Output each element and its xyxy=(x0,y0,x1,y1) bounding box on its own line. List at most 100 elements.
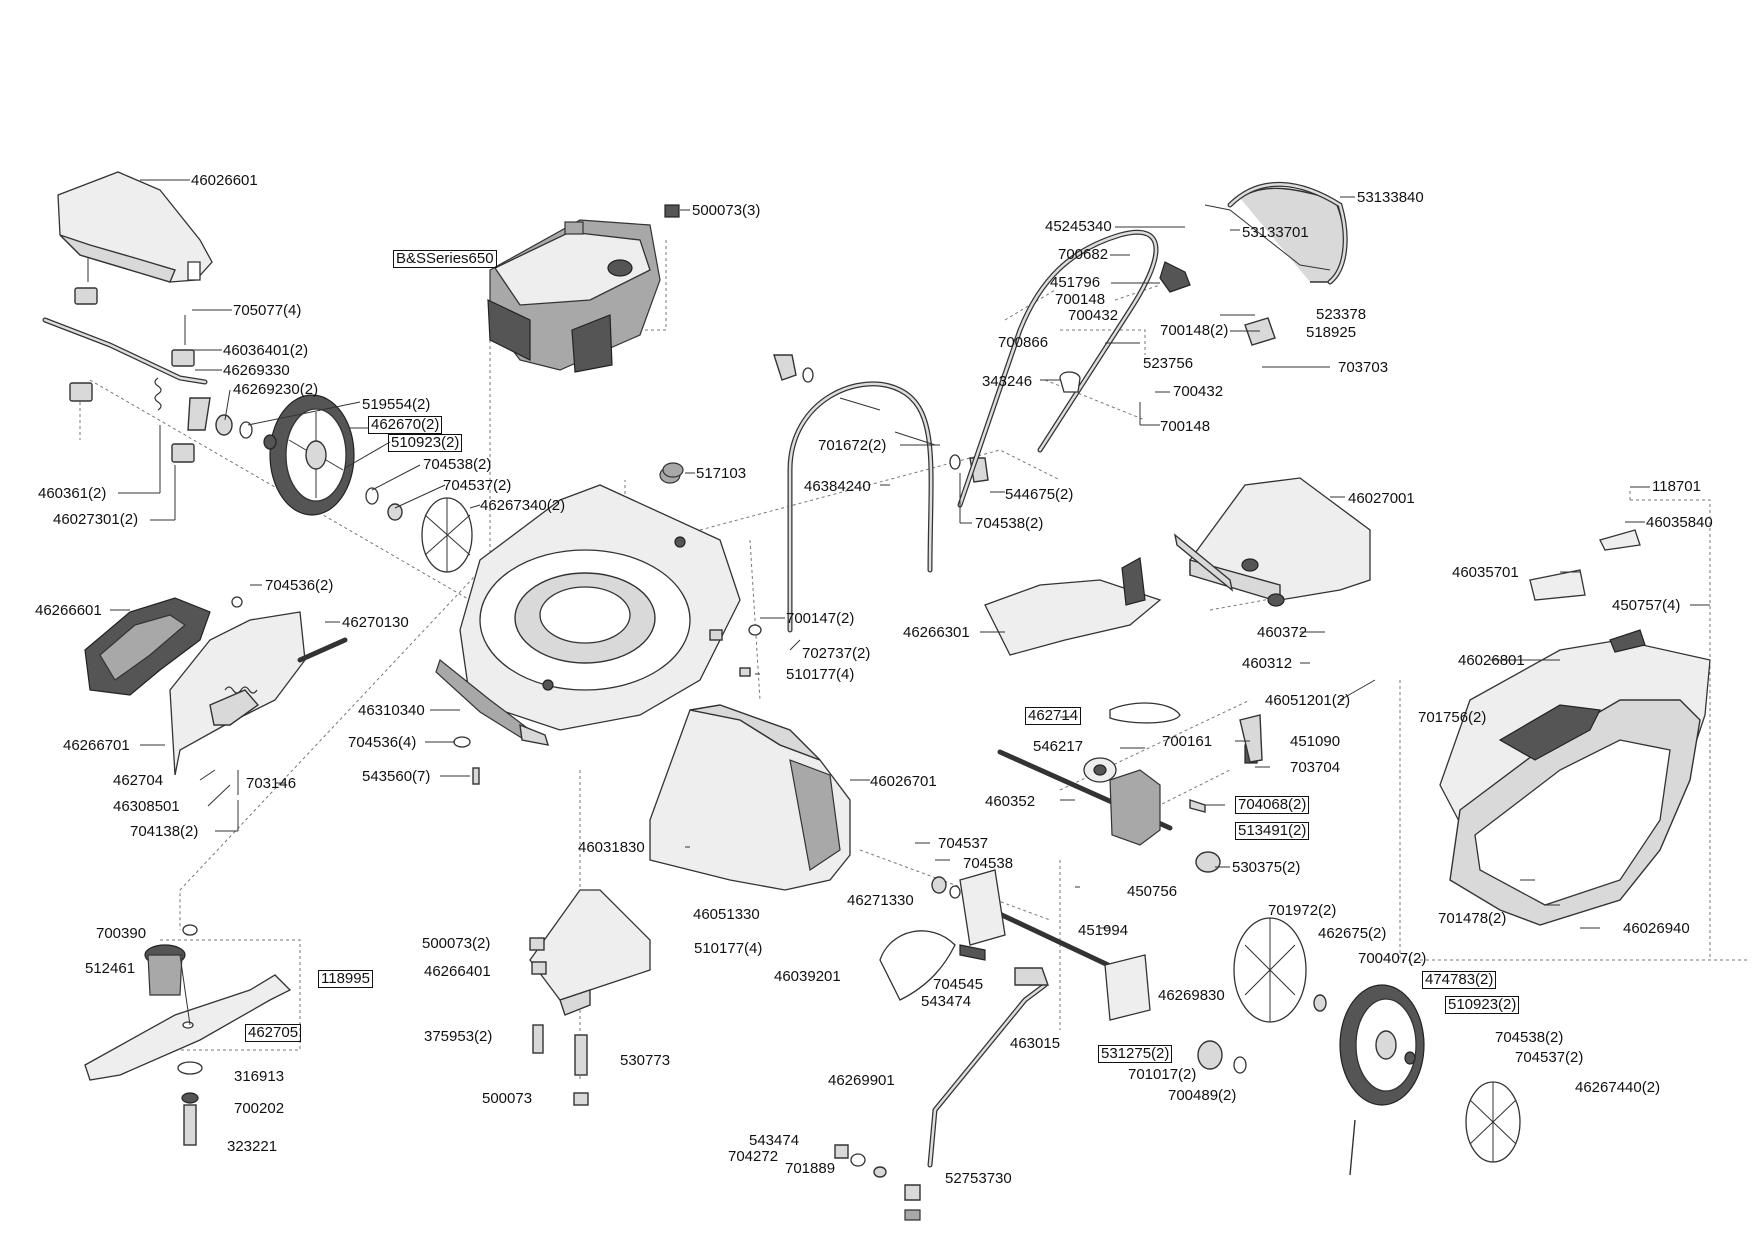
label-450757-4: 450757(4) xyxy=(1612,597,1681,614)
label-500073: 500073 xyxy=(482,1090,533,1107)
label-704537-2-b: 704537(2) xyxy=(1515,1049,1584,1066)
label-500073-2: 500073(2) xyxy=(422,935,491,952)
label-460372: 460372 xyxy=(1257,624,1308,641)
label-519554-2: 519554(2) xyxy=(362,396,431,413)
label-46026940: 46026940 xyxy=(1623,920,1690,937)
rear-cover-part xyxy=(57,171,213,283)
label-700489-2: 700489(2) xyxy=(1168,1087,1237,1104)
label-523378: 523378 xyxy=(1316,306,1367,323)
label-700148-a: 700148 xyxy=(1055,291,1106,308)
label-703704: 703704 xyxy=(1290,759,1341,776)
label-46026601: 46026601 xyxy=(191,172,258,189)
label-700147-2: 700147(2) xyxy=(786,610,855,627)
label-bs-series650: B&SSeries650 xyxy=(393,250,497,268)
label-700407-2: 700407(2) xyxy=(1358,950,1427,967)
grass-chute-part xyxy=(984,557,1162,656)
label-704537-a: 704537 xyxy=(938,835,989,852)
label-518925: 518925 xyxy=(1306,324,1357,341)
rear-left-wheel-part xyxy=(215,394,473,573)
drive-shaft-part xyxy=(879,869,1247,1074)
label-460352: 460352 xyxy=(985,793,1036,810)
label-703703: 703703 xyxy=(1338,359,1389,376)
label-513491-2: 513491(2) xyxy=(1235,822,1310,840)
label-704538-a: 704538 xyxy=(963,855,1014,872)
label-510923-2-a: 510923(2) xyxy=(388,434,463,452)
front-wheel-parts xyxy=(1233,917,1521,1163)
label-474783-2: 474783(2) xyxy=(1422,971,1497,989)
small-hardware-parts xyxy=(453,204,1356,1176)
label-462675-2: 462675(2) xyxy=(1318,925,1387,942)
label-46384240: 46384240 xyxy=(804,478,871,495)
label-46026801: 46026801 xyxy=(1458,652,1525,669)
leader-lines xyxy=(110,179,1710,1026)
label-46271330: 46271330 xyxy=(847,892,914,909)
label-704538-2-a: 704538(2) xyxy=(423,456,492,473)
label-705077-4: 705077(4) xyxy=(233,302,302,319)
label-46036401-2: 46036401(2) xyxy=(223,342,309,359)
mulch-plug-part xyxy=(529,889,651,1016)
label-543474-a: 543474 xyxy=(921,993,972,1010)
drive-gearbox-part xyxy=(997,702,1263,873)
label-46051330: 46051330 xyxy=(693,906,760,923)
label-460361-2: 460361(2) xyxy=(38,485,107,502)
label-118701: 118701 xyxy=(1652,478,1701,495)
label-700161: 700161 xyxy=(1162,733,1213,750)
label-700432-a: 700432 xyxy=(1068,307,1119,324)
label-46269330: 46269330 xyxy=(223,362,290,379)
label-46031830: 46031830 xyxy=(578,839,645,856)
label-704537-2-a: 704537(2) xyxy=(443,477,512,494)
rear-baffle-part xyxy=(649,704,851,891)
label-46270130: 46270130 xyxy=(342,614,409,631)
label-703146: 703146 xyxy=(246,775,297,792)
label-701017-2: 701017(2) xyxy=(1128,1066,1197,1083)
label-510177-4-b: 510177(4) xyxy=(694,940,763,957)
engine-part xyxy=(487,219,661,373)
label-46266401: 46266401 xyxy=(424,963,491,980)
label-543474-b: 543474 xyxy=(749,1132,800,1149)
label-704536-2: 704536(2) xyxy=(265,577,334,594)
label-53133840: 53133840 xyxy=(1357,189,1424,206)
label-704538-2-b: 704538(2) xyxy=(975,515,1044,532)
label-700432-b: 700432 xyxy=(1173,383,1224,400)
label-704068-2: 704068(2) xyxy=(1235,796,1310,814)
label-46267340-2: 46267340(2) xyxy=(480,497,566,514)
label-701672-2: 701672(2) xyxy=(818,437,887,454)
label-46269830: 46269830 xyxy=(1158,987,1225,1004)
label-544675-2: 544675(2) xyxy=(1005,486,1074,503)
label-704538-2-c: 704538(2) xyxy=(1495,1029,1564,1046)
label-530375-2: 530375(2) xyxy=(1232,859,1301,876)
label-46027001: 46027001 xyxy=(1348,490,1415,507)
label-702737-2: 702737(2) xyxy=(802,645,871,662)
label-704272: 704272 xyxy=(728,1148,779,1165)
label-375953-2: 375953(2) xyxy=(424,1028,493,1045)
label-700148-b: 700148 xyxy=(1160,418,1211,435)
label-46266701: 46266701 xyxy=(63,737,130,754)
label-46035840: 46035840 xyxy=(1646,514,1713,531)
label-517103: 517103 xyxy=(696,465,747,482)
label-46027301-2: 46027301(2) xyxy=(53,511,139,528)
label-462704: 462704 xyxy=(113,772,164,789)
blade-assembly-part xyxy=(84,924,292,1146)
label-704545: 704545 xyxy=(933,976,984,993)
rear-flap-rod-assembly xyxy=(42,258,211,463)
label-510923-2-b: 510923(2) xyxy=(1445,996,1520,1014)
label-46310340: 46310340 xyxy=(358,702,425,719)
label-451090: 451090 xyxy=(1290,733,1341,750)
label-46269230-2: 46269230(2) xyxy=(233,381,319,398)
label-704138-2: 704138(2) xyxy=(130,823,199,840)
label-543560-7: 543560(7) xyxy=(362,768,431,785)
label-450756: 450756 xyxy=(1127,883,1178,900)
label-451994: 451994 xyxy=(1078,922,1129,939)
grass-collector-part xyxy=(1439,529,1711,926)
label-46035701: 46035701 xyxy=(1452,564,1519,581)
label-46266601: 46266601 xyxy=(35,602,102,619)
label-46026701: 46026701 xyxy=(870,773,937,790)
label-343246: 343246 xyxy=(982,373,1033,390)
label-700148-2: 700148(2) xyxy=(1160,322,1229,339)
label-701972-2: 701972(2) xyxy=(1268,902,1337,919)
label-523756: 523756 xyxy=(1143,355,1194,372)
label-45245340: 45245340 xyxy=(1045,218,1112,235)
upper-handle-part xyxy=(957,181,1348,508)
